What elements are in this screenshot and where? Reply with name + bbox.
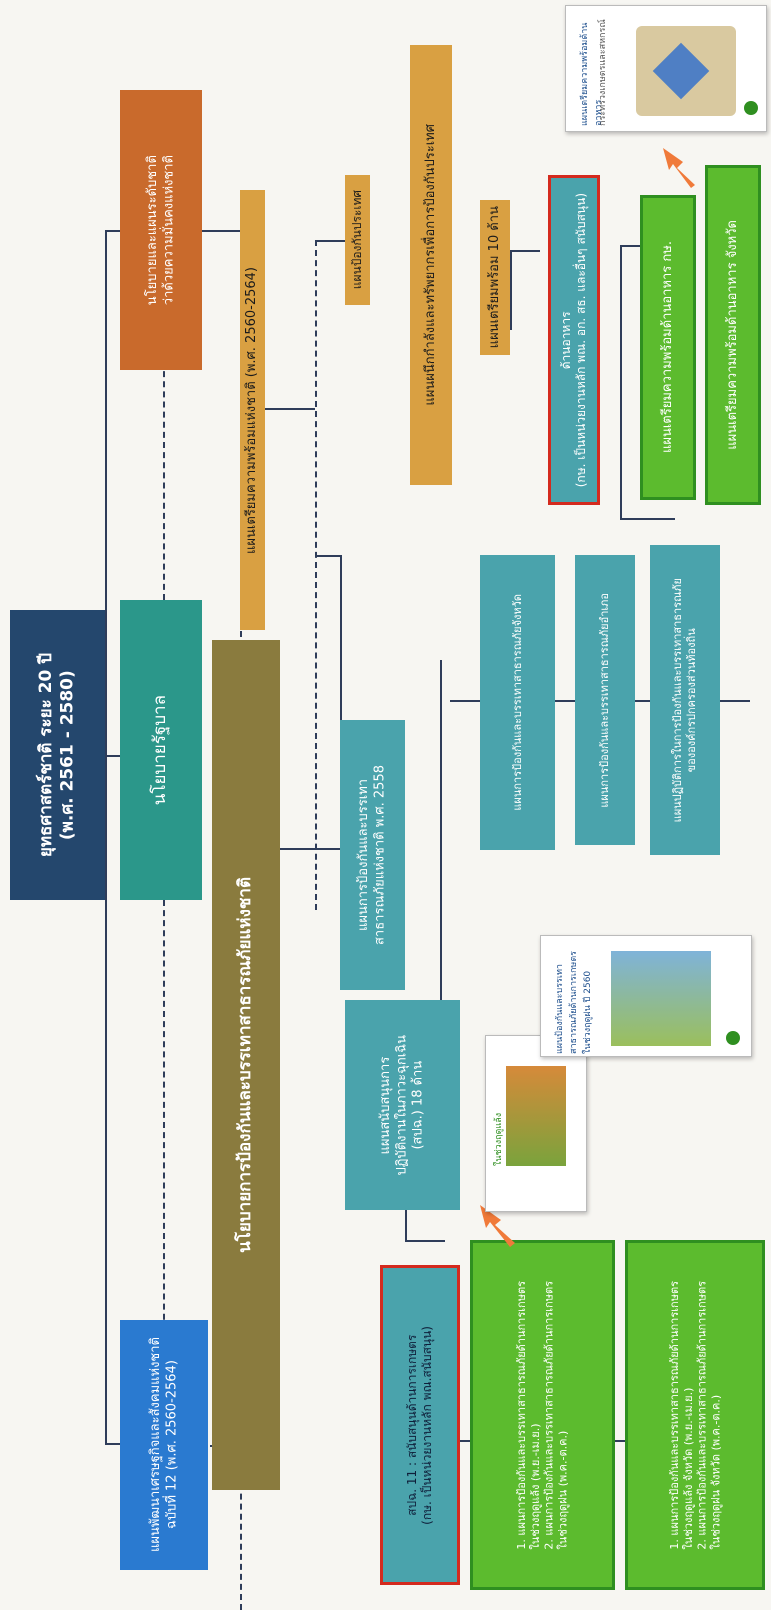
emergency-support-plan-label: แผนสนับสนุนการ ปฏิบัติงานในภาวะฉุกเฉิน (… [378,1034,426,1176]
local-disaster-plan-box: แผนปฏิบัติการในการป้องกันและบรรเทาสาธารณ… [650,545,720,855]
national-disaster-plan-box: แผนการป้องกันและบรรเทา สาธารณภัยแห่งชาติ… [340,720,405,990]
food-side-label: ด้านอาหาร (กษ. เป็นหน่วยงานหลัก พณ. อก. … [559,192,588,488]
moac-seal-icon [744,101,758,115]
arrow-to-food-doc-icon [663,148,695,188]
agri-national-season-plans-box: 1. แผนการป้องกันและบรรเทาสาธารณภัยด้านกา… [470,1240,615,1590]
dashed-connector [163,290,165,600]
connector [105,230,120,232]
rain-doc-title: แผนป้องกันและบรรเทาสาธารณภัยด้านการเกษตร… [555,950,593,1054]
agriculture-support-box: สปฉ. 11 : สนับสนุนด้านการเกษตร (กษ. เป็น… [380,1265,460,1585]
drought-landscape-photo [506,1066,566,1166]
socio-economic-plan-label: แผนพัฒนาเศรษฐกิจและสังคมแห่งชาติ ฉบับที่… [147,1337,179,1553]
connector [105,1443,120,1445]
root-strategy-label: ยุทธศาสตร์ชาติ ระยะ 20 ปี (พ.ศ. 2561 - 2… [36,652,78,858]
security-policy-label: นโยบายและแผนระดับชาติ ว่าด้วยความมั่นคงแ… [144,154,176,306]
moac-food-readiness-label: แผนเตรียมความพร้อมด้านอาหาร กษ. [659,241,675,454]
agri-province-season-plans-box: 1. แผนการป้องกันและบรรเทาสาธารณภัยด้านกา… [625,1240,765,1590]
province-food-readiness-box: แผนเตรียมความพร้อมด้านอาหาร จังหวัด [705,165,761,505]
connector [105,755,120,757]
disaster-policy-label: นโยบายการป้องกันและบรรเทาสาธารณภัยแห่งชา… [235,877,256,1253]
drought-doc-title: ในช่วงฤดูแล้ง [494,1112,504,1166]
connector [405,1240,445,1242]
root-strategy-box: ยุทธศาสตร์ชาติ ระยะ 20 ปี (พ.ศ. 2561 - 2… [10,610,105,900]
connector [620,245,622,520]
government-policy-box: นโยบายรัฐบาล [120,600,202,900]
emergency-support-plan-box: แผนสนับสนุนการ ปฏิบัติงานในภาวะฉุกเฉิน (… [345,1000,460,1210]
agri-national-season-plans-label: 1. แผนการป้องกันและบรรเทาสาธารณภัยด้านกา… [515,1280,570,1550]
mobilize-resources-plan-label: แผนผนึกกำลังและทรัพยากรเพื่อการป้องกันปร… [422,124,438,406]
ready-10-sides-plan-label: แผนเตรียมพร้อม 10 ด้าน [486,206,502,349]
food-doc-org: กระทรวงเกษตรและสหกรณ์ [598,19,608,126]
defense-plan-label: แผนป้องกันประเทศ [350,190,364,290]
national-disaster-plan-label: แผนการป้องกันและบรรเทา สาธารณภัยแห่งชาติ… [356,765,388,945]
connector [265,408,315,410]
connector [620,518,675,520]
connector [280,848,340,850]
district-disaster-plan-label: แผนการป้องกันและบรรเทาสาธารณภัยอำเภอ [598,592,612,808]
ready-10-sides-plan-box: แผนเตรียมพร้อม 10 ด้าน [480,200,510,355]
defense-plan-box: แผนป้องกันประเทศ [345,175,370,305]
agriculture-support-label: สปฉ. 11 : สนับสนุนด้านการเกษตร (กษ. เป็น… [405,1325,434,1525]
disaster-policy-box: นโยบายการป้องกันและบรรเทาสาธารณภัยแห่งชา… [212,640,280,1490]
connector [315,240,345,242]
connector [105,230,107,1445]
province-food-readiness-label: แผนเตรียมความพร้อมด้านอาหาร จังหวัด [724,220,740,450]
connector [440,660,442,1040]
connector [510,250,540,252]
connector [315,555,340,557]
connector [510,250,512,330]
mobilize-resources-plan-box: แผนผนึกกำลังและทรัพยากรเพื่อการป้องกันปร… [410,45,452,485]
national-readiness-plan-box-body: แผนเตรียมความพร้อมแห่งชาติ (พ.ศ. 2560-25… [240,190,265,630]
security-policy-box: นโยบายและแผนระดับชาติ ว่าด้วยความมั่นคงแ… [120,90,202,370]
moac-food-readiness-box: แผนเตรียมความพร้อมด้านอาหาร กษ. [640,195,696,500]
provincial-disaster-plan-box: แผนการป้องกันและบรรเทาสาธารณภัยจังหวัด [480,555,555,850]
rain-landscape-photo [611,951,711,1046]
provincial-disaster-plan-label: แผนการป้องกันและบรรเทาสาธารณภัยจังหวัด [510,594,524,811]
government-policy-label: นโยบายรัฐบาล [150,694,171,806]
connector [200,230,240,232]
rain-plan-document-thumbnail: แผนป้องกันและบรรเทาสาธารณภัยด้านการเกษตร… [540,935,752,1057]
food-readiness-document-thumbnail: แผนเตรียมความพร้อมด้านอาหาร กระทรวงเกษตร… [565,5,767,132]
national-readiness-plan-label: แผนเตรียมความพร้อมแห่งชาติ (พ.ศ. 2560-25… [244,266,260,554]
moac-seal-icon-2 [726,1031,740,1045]
local-disaster-plan-label: แผนปฏิบัติการในการป้องกันและบรรเทาสาธารณ… [671,577,698,823]
district-disaster-plan-box: แผนการป้องกันและบรรเทาสาธารณภัยอำเภอ [575,555,635,845]
drought-plan-document-thumbnail: ในช่วงฤดูแล้ง [485,1035,587,1212]
food-side-box: ด้านอาหาร (กษ. เป็นหน่วยงานหลัก พณ. อก. … [548,175,600,505]
agri-province-season-plans-label: 1. แผนการป้องกันและบรรเทาสาธารณภัยด้านกา… [667,1280,722,1550]
arrow-to-agri-docs-icon [480,1205,515,1247]
dashed-connector [163,900,165,1350]
dashed-connector [315,240,317,910]
socio-economic-plan-box: แผนพัฒนาเศรษฐกิจและสังคมแห่งชาติ ฉบับที่… [120,1320,208,1570]
